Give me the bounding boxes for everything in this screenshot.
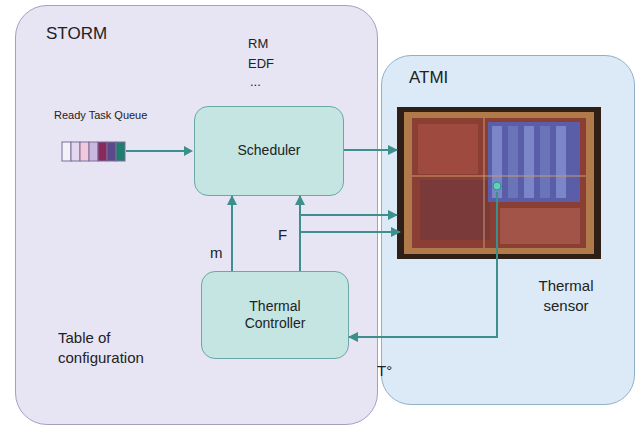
note-label: Table of configuration (58, 328, 178, 367)
sensor-label: Thermal sensor (526, 276, 606, 315)
task-queue-icon (62, 142, 125, 161)
signal-arrow (231, 196, 233, 271)
process-box: Thermal Controller (201, 271, 349, 359)
signal-arrow (349, 192, 497, 337)
region-title: ATMI (409, 68, 448, 88)
box-label: Thermal Controller (230, 298, 320, 333)
signal-arrow (300, 215, 397, 271)
signal-label: F (278, 226, 287, 243)
signal-arrow (300, 232, 400, 271)
queue-arrow (126, 146, 193, 156)
region-title: STORM (46, 24, 107, 44)
signal-label: m (210, 244, 223, 261)
chip-photo (397, 107, 601, 259)
signal-label: T° (377, 362, 392, 379)
policy-label: EDF (248, 56, 274, 73)
signal-arrow (344, 149, 397, 151)
process-box: Scheduler (194, 106, 344, 196)
policy-label: RM (248, 36, 268, 53)
policy-label: ... (250, 74, 261, 91)
queue-label: Ready Task Queue (54, 108, 147, 122)
box-label: Scheduler (237, 142, 300, 160)
